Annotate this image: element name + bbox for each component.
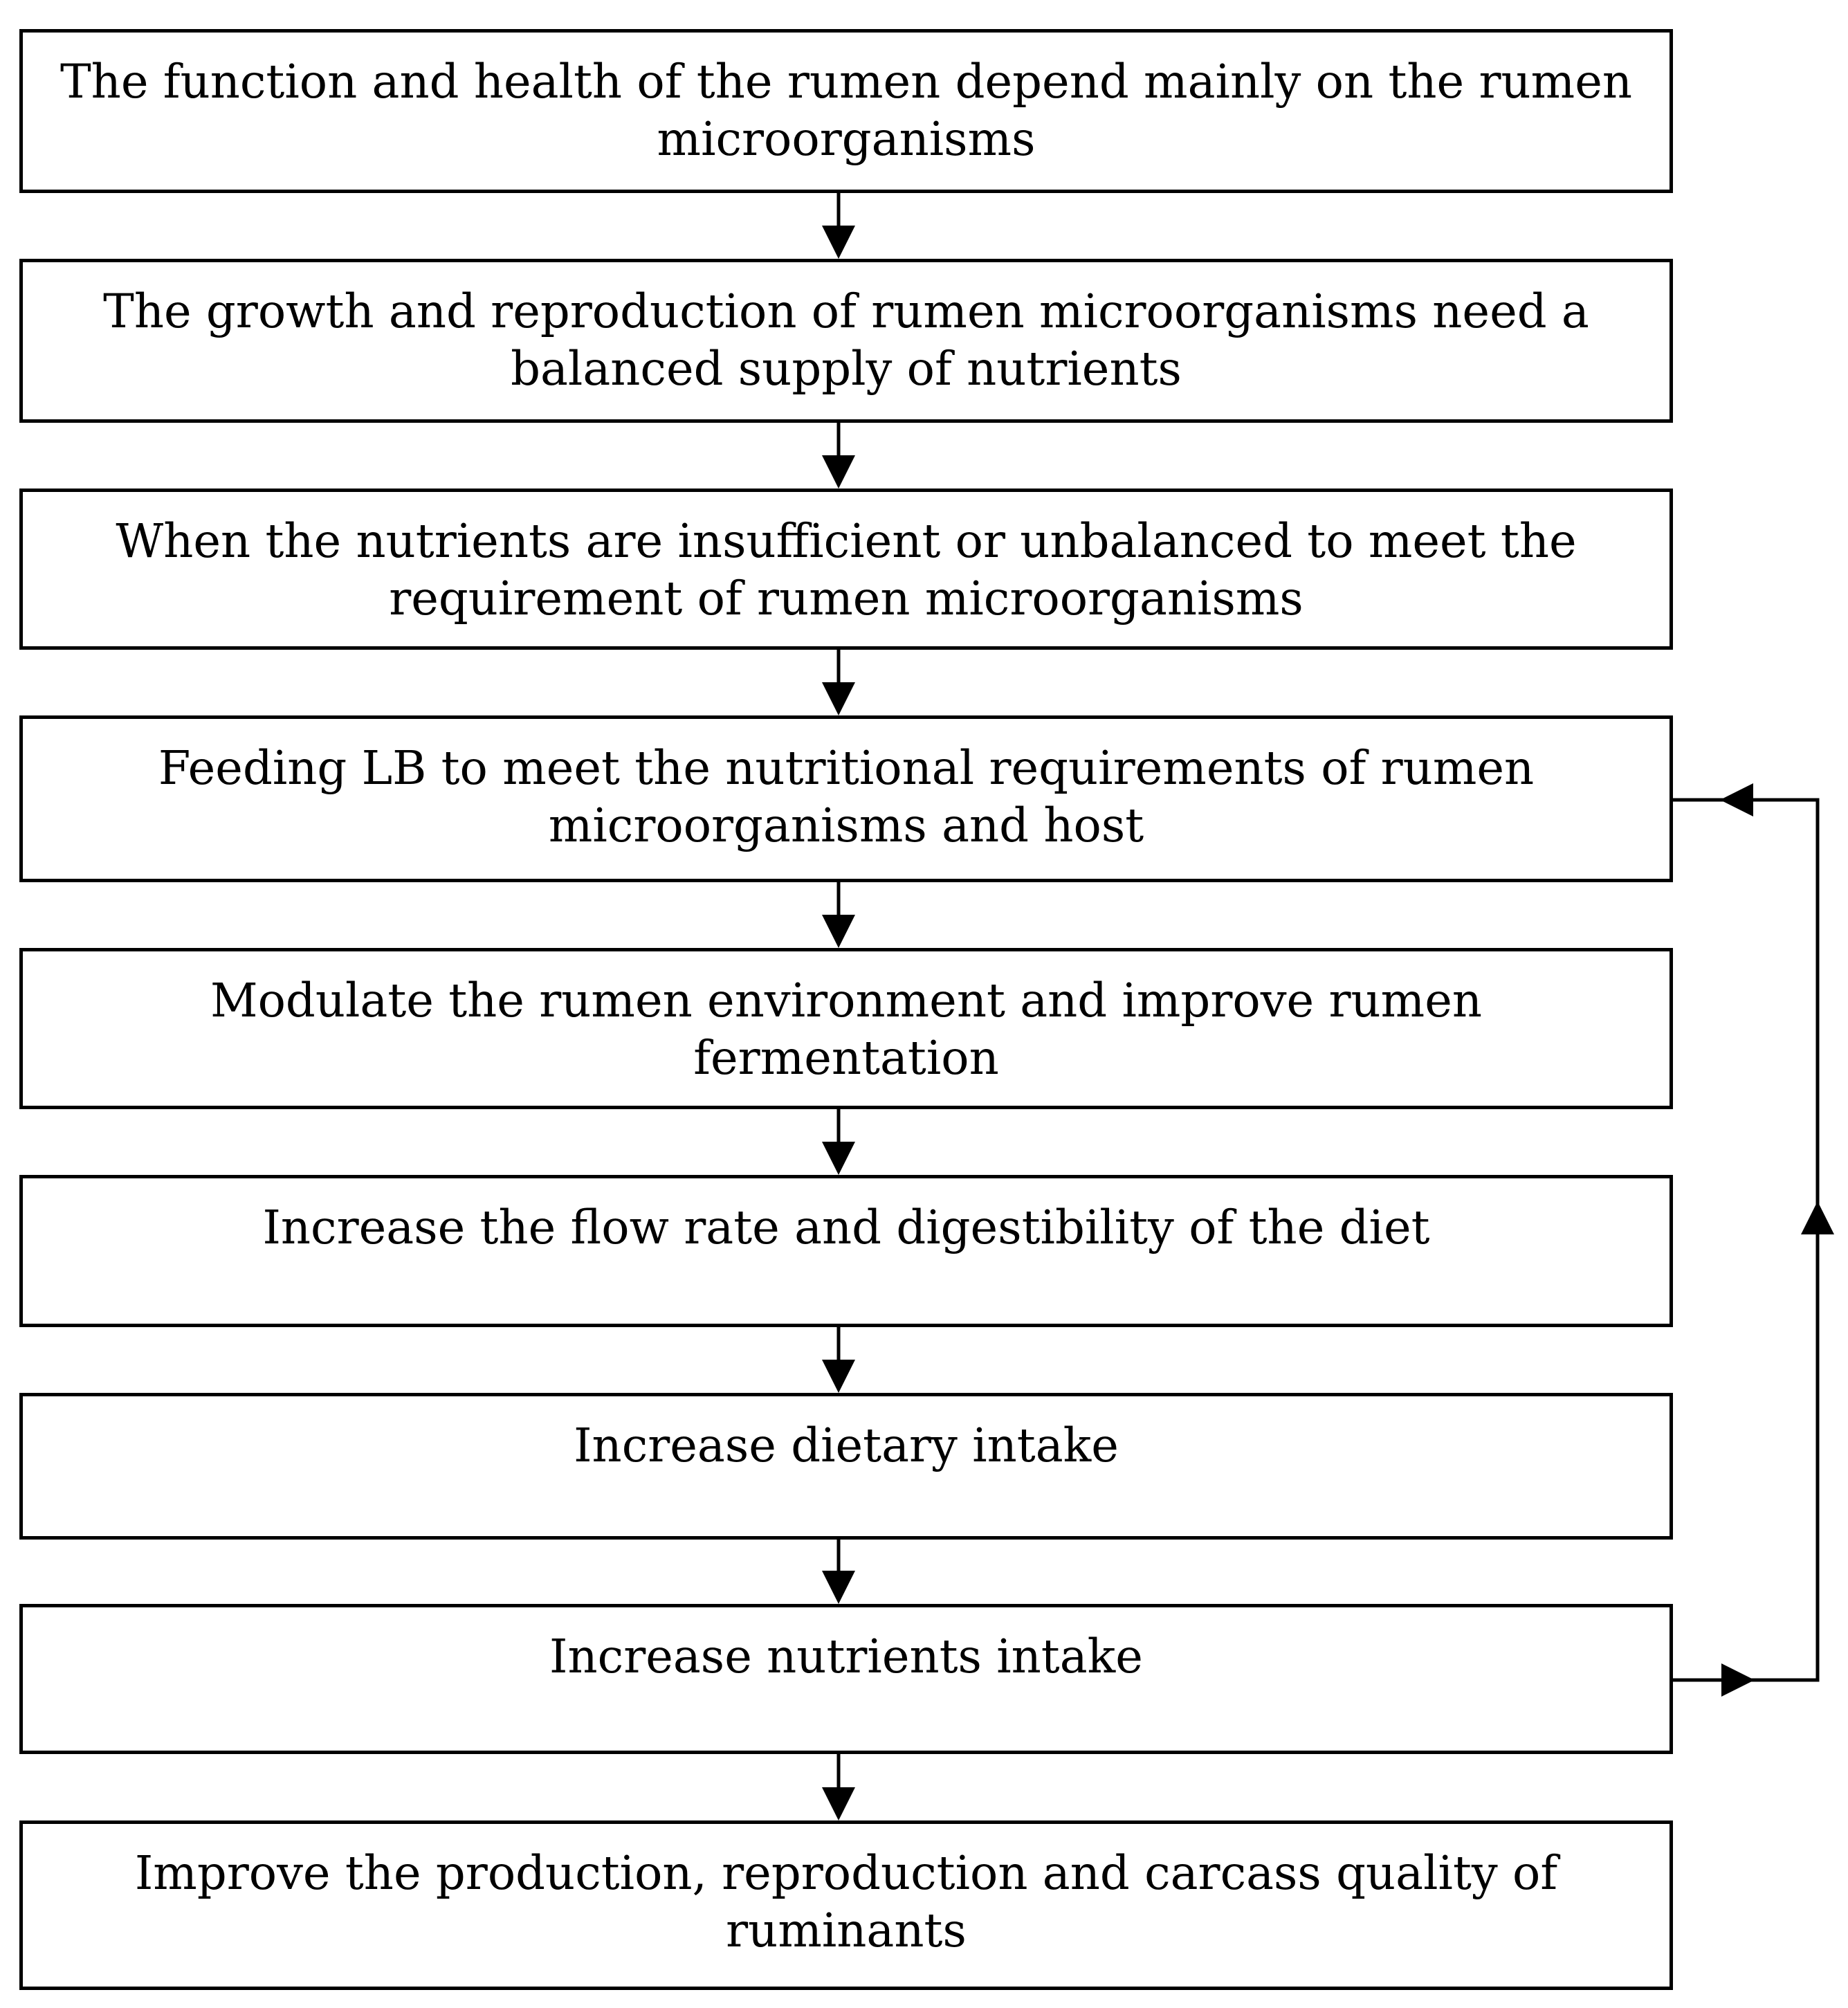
step-2-text: The growth and reproduction of rumen mic… bbox=[103, 284, 1589, 396]
step-3-text: When the nutrients are insufficient or u… bbox=[116, 514, 1577, 626]
step-8-text: Increase nutrients intake bbox=[549, 1630, 1143, 1683]
feedback-arrowhead-up bbox=[1801, 1201, 1834, 1234]
step-1-text: The function and health of the rumen dep… bbox=[60, 55, 1632, 166]
feedback-arrowhead-left bbox=[1720, 783, 1753, 816]
step-5-text: Modulate the rumen environment and impro… bbox=[210, 974, 1483, 1085]
arrowhead-down-3 bbox=[822, 455, 855, 489]
arrowhead-down-6 bbox=[822, 1142, 855, 1175]
step-5-modulate-rumen-environment: Modulate the rumen environment and impro… bbox=[19, 948, 1673, 1109]
step-9-text: Improve the production, reproduction and… bbox=[134, 1846, 1558, 1957]
step-9-improve-production: Improve the production, reproduction and… bbox=[19, 1820, 1673, 1990]
step-3-nutrients-insufficient: When the nutrients are insufficient or u… bbox=[19, 489, 1673, 650]
step-7-increase-dietary-intake: Increase dietary intake bbox=[19, 1393, 1673, 1540]
step-6-text: Increase the flow rate and digestibility… bbox=[262, 1201, 1430, 1254]
step-2-growth-and-reproduction: The growth and reproduction of rumen mic… bbox=[19, 259, 1673, 423]
step-8-increase-nutrients-intake: Increase nutrients intake bbox=[19, 1604, 1673, 1754]
step-4-text: Feeding LB to meet the nutritional requi… bbox=[158, 741, 1535, 852]
step-6-increase-flow-rate: Increase the flow rate and digestibility… bbox=[19, 1175, 1673, 1327]
arrowhead-down-8 bbox=[822, 1571, 855, 1604]
arrowhead-down-7 bbox=[822, 1360, 855, 1393]
arrowhead-down-2 bbox=[822, 226, 855, 259]
arrowhead-down-5 bbox=[822, 915, 855, 948]
step-7-text: Increase dietary intake bbox=[574, 1418, 1119, 1472]
step-1-function-and-health: The function and health of the rumen dep… bbox=[19, 29, 1673, 193]
step-4-feeding-lb: Feeding LB to meet the nutritional requi… bbox=[19, 715, 1673, 882]
arrowhead-down-9 bbox=[822, 1787, 855, 1820]
feedback-loop-line bbox=[1673, 798, 1820, 1682]
arrowhead-down-4 bbox=[822, 682, 855, 715]
feedback-arrowhead-right bbox=[1721, 1663, 1755, 1697]
